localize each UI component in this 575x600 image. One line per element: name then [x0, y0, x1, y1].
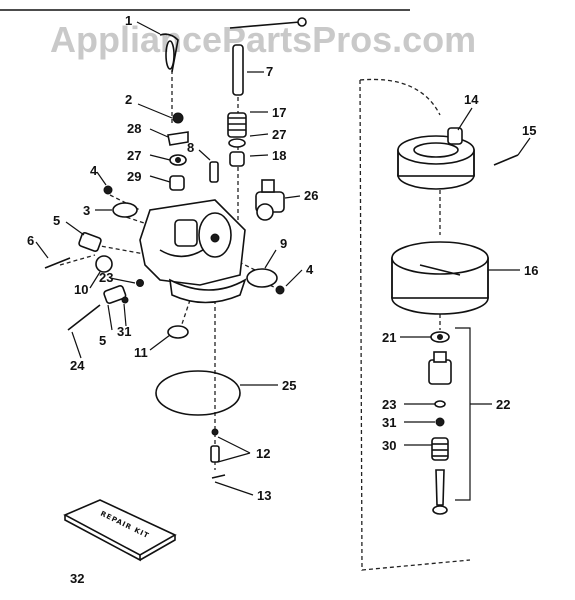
part-needle-set: [210, 428, 226, 479]
callout-29: 29: [127, 169, 141, 184]
part-left-stack: [167, 112, 219, 191]
callout-31a: 31: [117, 324, 131, 339]
part-gasket-right: [246, 268, 278, 288]
callout-27b: 27: [272, 127, 286, 142]
callout-18: 18: [272, 148, 286, 163]
callout-15: 15: [522, 123, 536, 138]
callout-16: 16: [524, 263, 538, 278]
callout-labels: 1 2 3 4 4 5 5 6 7 8 9 10 11 12 13 14 15 …: [27, 13, 538, 586]
callout-4b: 4: [306, 262, 314, 277]
callout-28: 28: [127, 121, 141, 136]
part-oring-23a: [136, 279, 144, 287]
callout-8: 8: [187, 140, 194, 155]
part-gasket-left: [112, 202, 138, 218]
callout-5a: 5: [53, 213, 60, 228]
bracket-22: [455, 327, 471, 501]
part-welch-plug: [95, 255, 113, 273]
part-bowl-gasket: [155, 370, 241, 416]
callout-17: 17: [272, 105, 286, 120]
part-fuel-fitting: [255, 179, 285, 221]
callout-24: 24: [70, 358, 85, 373]
part-carburetor-body: [139, 199, 247, 304]
callout-14: 14: [464, 92, 479, 107]
callout-22: 22: [496, 397, 510, 412]
callout-26: 26: [304, 188, 318, 203]
part-adjust-screws: [44, 232, 129, 331]
callout-11: 11: [134, 345, 148, 360]
callout-6: 6: [27, 233, 34, 248]
callout-32: 32: [70, 571, 84, 586]
callout-30: 30: [382, 438, 396, 453]
callout-23a: 23: [99, 270, 113, 285]
part-screw-4b: [275, 285, 285, 295]
part-bowl-nut-assembly: [428, 331, 452, 515]
part-float: [397, 127, 475, 190]
callout-1: 1: [125, 13, 132, 28]
callout-7: 7: [266, 64, 273, 79]
part-repair-kit: REPAIR KIT: [63, 499, 177, 562]
part-seal-11: [167, 325, 189, 339]
part-spring-stack: [227, 112, 247, 167]
callout-23b: 23: [382, 397, 396, 412]
callout-25: 25: [282, 378, 296, 393]
callout-31b: 31: [382, 415, 396, 430]
callout-21: 21: [382, 330, 396, 345]
callout-4a: 4: [90, 163, 98, 178]
callout-3: 3: [83, 203, 90, 218]
callout-2: 2: [125, 92, 132, 107]
part-screw-4a: [103, 185, 113, 195]
part-choke-link: [159, 33, 179, 73]
part-float-pin: [493, 154, 519, 166]
part-fuel-bowl: [391, 241, 489, 315]
callout-12: 12: [256, 446, 270, 461]
callout-13: 13: [257, 488, 271, 503]
callout-27a: 27: [127, 148, 141, 163]
leader-lines: [35, 21, 531, 496]
callout-5b: 5: [99, 333, 106, 348]
part-throttle-rod: [229, 17, 307, 96]
callout-9: 9: [280, 236, 287, 251]
callout-10: 10: [74, 282, 88, 297]
